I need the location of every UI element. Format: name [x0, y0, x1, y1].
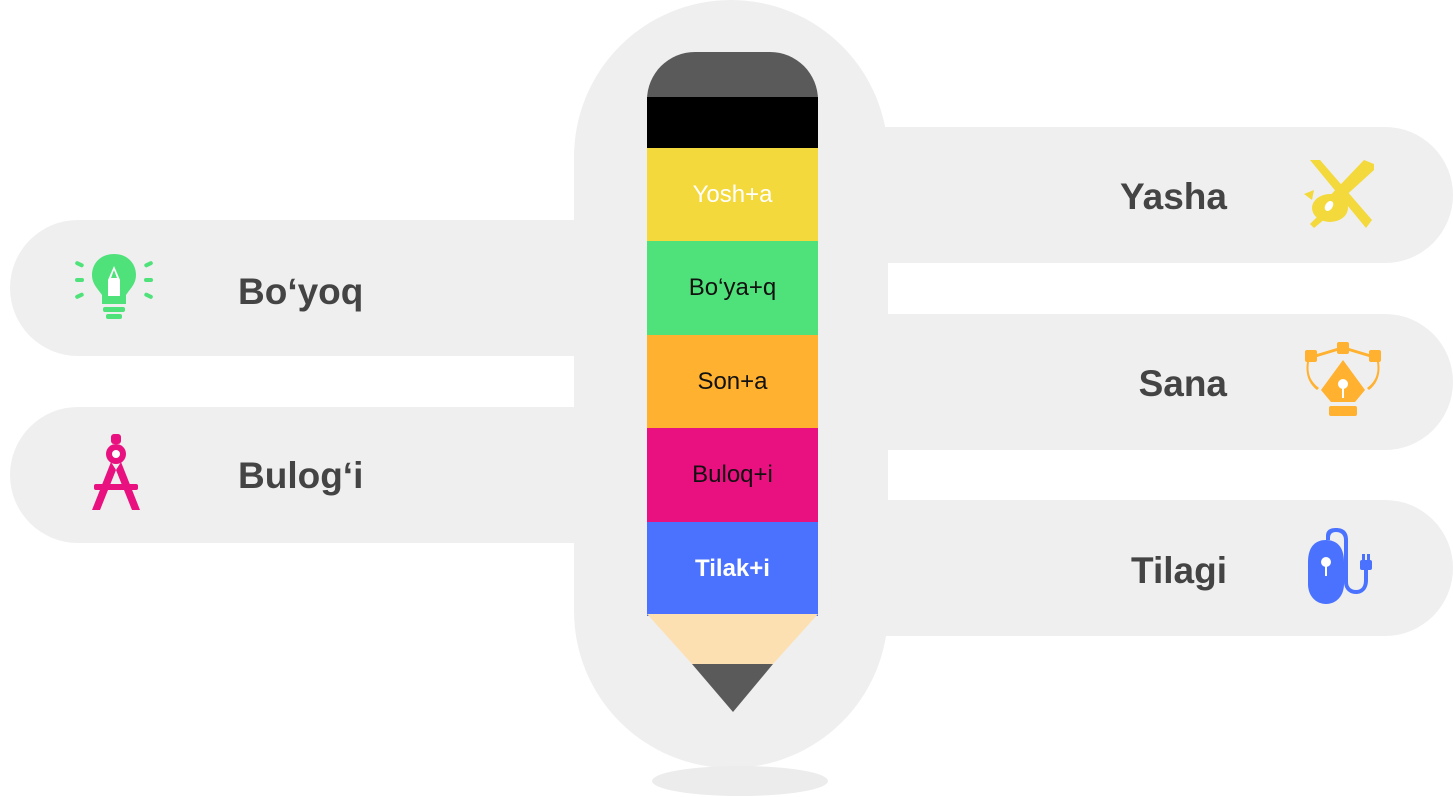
- pencil-segment-4: Buloq+i: [647, 428, 818, 522]
- pencil-segment-3: Son+a: [647, 335, 818, 429]
- left-label-1: Bo‘yoq: [238, 271, 364, 312]
- pencil-segment-1: Yosh+a: [647, 148, 818, 242]
- right-label-1: Yasha: [1120, 176, 1227, 217]
- pencil-tip: [647, 614, 818, 712]
- right-label-3: Tilagi: [1131, 550, 1227, 591]
- segment-1-text: Yosh+a: [692, 181, 773, 208]
- lightbulb-pencil-icon: [75, 254, 153, 319]
- left-label-2: Bulog‘i: [238, 455, 364, 496]
- brush-pencil-crossed-icon: [1304, 160, 1374, 228]
- right-label-2: Sana: [1138, 363, 1227, 404]
- pencil-segment-5: Tilak+i: [647, 522, 818, 616]
- pencil-ferrule: [647, 97, 818, 149]
- pencil-segment-2: Bo‘ya+q: [647, 241, 818, 335]
- segment-2-text: Bo‘ya+q: [688, 274, 777, 301]
- segment-5-text: Tilak+i: [695, 555, 770, 582]
- segment-4-text: Buloq+i: [692, 461, 773, 488]
- pencil-shadow: [652, 766, 828, 796]
- vector-pen-tool-icon: [1305, 342, 1381, 416]
- drawing-compass-icon: [92, 434, 140, 510]
- pencil-eraser: [647, 52, 818, 100]
- computer-mouse-icon: [1308, 528, 1372, 604]
- segment-3-text: Son+a: [697, 368, 768, 395]
